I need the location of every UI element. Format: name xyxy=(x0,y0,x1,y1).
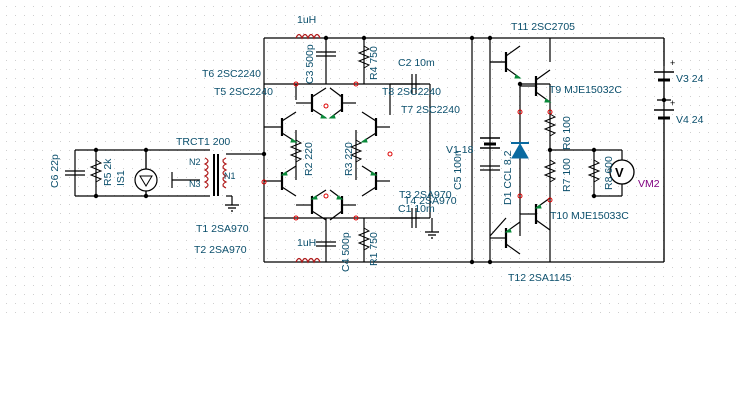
label-t1: T1 2SA970 xyxy=(196,223,249,235)
label-v3: V3 24 xyxy=(676,73,704,85)
label-plus-v3: + xyxy=(670,58,675,68)
label-t9: T9 MJE15032C xyxy=(549,84,622,96)
label-n1: N1 xyxy=(224,171,236,181)
transistor-t5 xyxy=(296,87,328,119)
label-r2: R2 220 xyxy=(303,142,315,176)
label-c6: C6 22p xyxy=(49,154,61,188)
label-t6: T6 2SC2240 xyxy=(202,68,261,80)
label-t4: T4 2SA970 xyxy=(404,195,457,207)
voltmeter-vm2: V xyxy=(609,159,635,185)
label-r4: R4 750 xyxy=(368,46,380,80)
label-d1: D1 CCL 8.2 xyxy=(502,150,514,205)
wires xyxy=(74,37,665,263)
capacitor-c4 xyxy=(316,241,336,247)
transistor-t4 xyxy=(329,189,356,221)
label-t7: T7 2SC2240 xyxy=(401,104,460,116)
label-c1: C1 10m xyxy=(398,203,435,215)
label-r3: R3 220 xyxy=(343,142,355,176)
pin-markers xyxy=(261,81,553,221)
label-r6: R6 100 xyxy=(561,116,573,150)
transistor-t2 xyxy=(296,189,327,221)
resistor-r1 xyxy=(357,227,371,251)
label-c3: C3 500p xyxy=(304,44,316,84)
transistors xyxy=(264,45,552,255)
diode-d1 xyxy=(511,142,529,159)
inductor-bottom xyxy=(295,257,321,264)
transistor-t8 xyxy=(328,87,356,119)
transformer-trct1 xyxy=(171,154,228,196)
inductor-top xyxy=(295,33,321,40)
transistor-t3 xyxy=(361,165,390,197)
capacitor-c3 xyxy=(316,51,336,57)
label-r1: R1 750 xyxy=(368,232,380,266)
label-c2: C2 10m xyxy=(398,57,435,69)
battery-v3 xyxy=(654,71,674,100)
label-inductor-top: 1uH xyxy=(297,14,316,26)
label-t5: T5 2SC2240 xyxy=(214,86,273,98)
label-t12: T12 2SA1145 xyxy=(508,272,572,284)
capacitor-c6 xyxy=(65,170,85,176)
resistor-r8 xyxy=(587,159,601,183)
label-t3: T3 2SA970 xyxy=(399,189,452,201)
ground-symbols xyxy=(225,99,671,239)
label-c5: C5 100n xyxy=(452,150,464,190)
svg-text:V: V xyxy=(615,165,624,180)
label-c4: C4 500p xyxy=(340,232,352,272)
label-r7: R7 100 xyxy=(561,158,573,192)
resistor-r2 xyxy=(289,139,303,163)
label-t8: T8 2SC2240 xyxy=(382,86,441,98)
label-trct1: TRCT1 200 xyxy=(176,136,230,148)
resistor-r5 xyxy=(89,159,103,183)
junction-dots xyxy=(93,35,667,265)
transistor-t6 xyxy=(264,111,298,143)
label-t10: T10 MJE15033C xyxy=(550,210,629,222)
transistor-t11 xyxy=(490,45,522,79)
label-n3: N3 xyxy=(189,179,201,189)
capacitor-c5 xyxy=(480,165,500,171)
label-inductor-bottom: 1uH xyxy=(297,237,316,249)
label-r5: R5 2k xyxy=(102,158,114,186)
label-v1: V1 18 xyxy=(446,144,474,156)
current-source-is1 xyxy=(134,150,158,196)
capacitor-c1 xyxy=(411,208,417,228)
transistor-t12 xyxy=(490,221,521,255)
transistor-t10 xyxy=(520,197,551,231)
label-t11: T11 2SC2705 xyxy=(511,21,575,33)
label-plus-v4: + xyxy=(670,98,675,108)
transistor-t7 xyxy=(360,111,390,143)
battery-v4 xyxy=(654,109,674,150)
capacitor-c2 xyxy=(411,74,417,94)
label-vm2: VM2 xyxy=(638,178,660,190)
transistor-t9 xyxy=(520,69,552,103)
resistor-r7 xyxy=(543,159,557,183)
resistor-r3 xyxy=(349,139,363,163)
label-v4: V4 24 xyxy=(676,114,704,126)
battery-v1 xyxy=(480,137,500,149)
resistor-r4 xyxy=(357,45,371,69)
label-t2: T2 2SA970 xyxy=(194,244,247,256)
label-is1: IS1 xyxy=(115,170,127,186)
component-labels: 1uH 1uH C3 500p R4 750 C2 10m T6 2SC2240… xyxy=(49,14,704,284)
transistor-t1 xyxy=(264,165,297,197)
label-n2: N2 xyxy=(189,157,201,167)
label-r8: R8 600 xyxy=(603,156,615,190)
resistor-r6 xyxy=(543,113,557,137)
